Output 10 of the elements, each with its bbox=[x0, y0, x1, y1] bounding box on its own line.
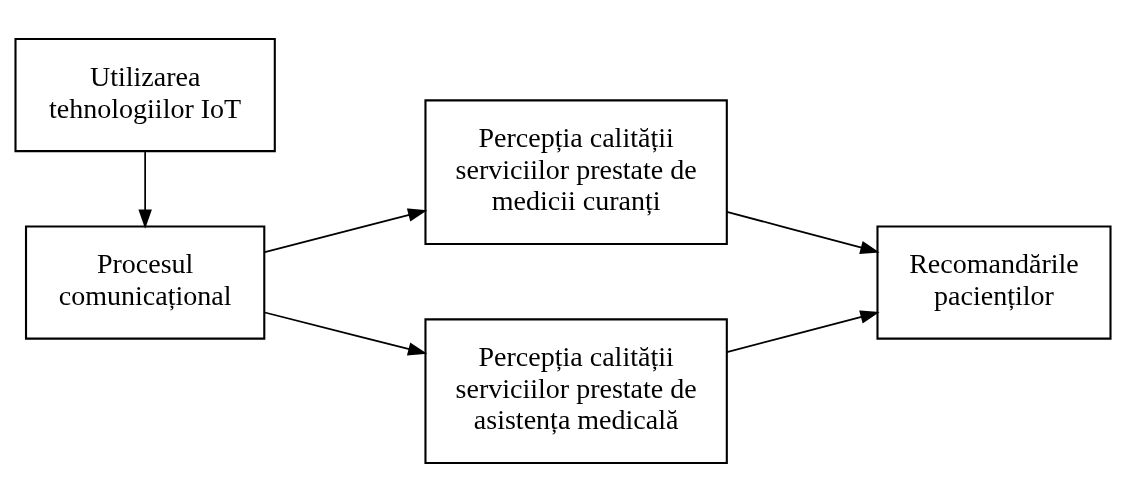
node-box: Procesul comunicațional bbox=[24, 225, 266, 340]
arrow bbox=[726, 310, 880, 353]
arrow bbox=[263, 208, 428, 253]
arrow bbox=[263, 311, 428, 356]
arrow bbox=[138, 150, 152, 229]
node-box: Recomandările pacienților bbox=[876, 225, 1112, 340]
node-box: Percepția calității serviciilor prestate de asistența medicală bbox=[424, 318, 728, 465]
node-box: Utilizarea tehnologiilor IoT bbox=[14, 37, 276, 153]
arrow bbox=[726, 211, 880, 255]
node-box: Percepția calității serviciilor prestate de medicii curanți bbox=[424, 99, 728, 246]
